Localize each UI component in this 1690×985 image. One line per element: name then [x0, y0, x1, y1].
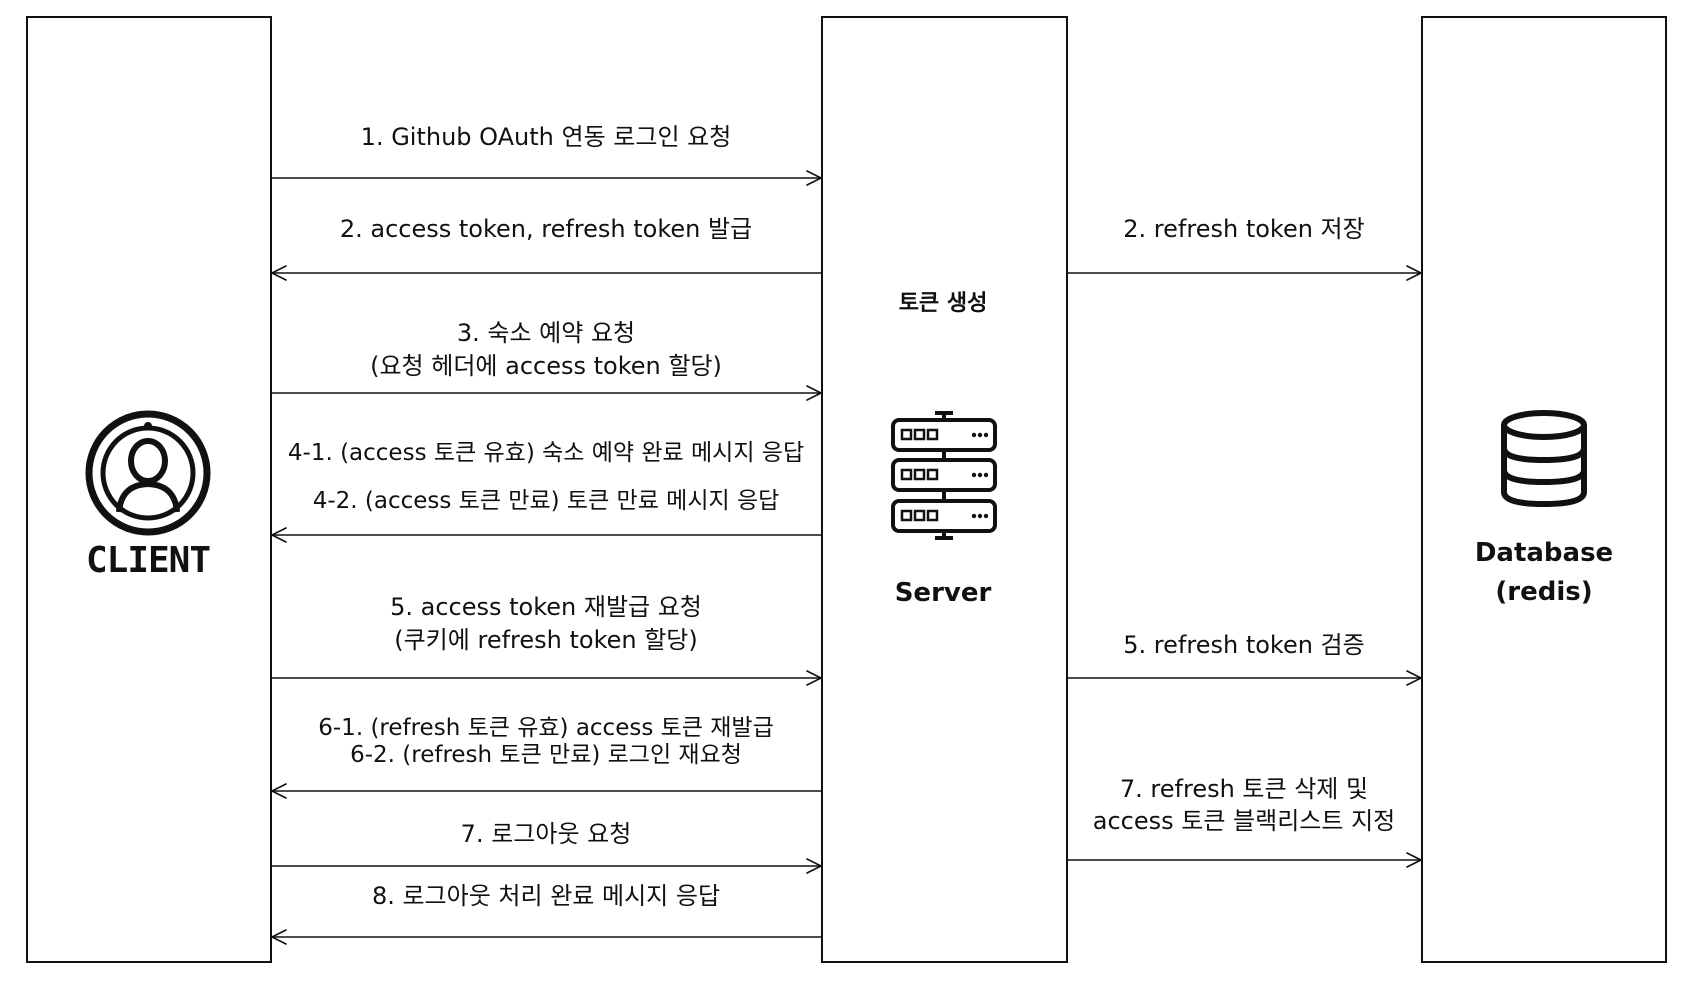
message-4-line1: 4-1. (access 토큰 유효) 숙소 예약 완료 메시지 응답: [287, 440, 805, 466]
arrow-db-2: [1067, 265, 1422, 281]
db-message-2: 2. refresh token 저장: [1123, 215, 1365, 243]
message-2: 2. access token, refresh token 발급: [339, 215, 753, 243]
message-6-line1: 6-1. (refresh 토큰 유효) access 토큰 재발급: [318, 715, 774, 741]
arrow-8: [271, 929, 822, 945]
database-label: Database: [1474, 538, 1614, 568]
database-lifeline: [1421, 16, 1667, 963]
client-label: CLIENT: [85, 540, 211, 581]
database-icon: [1501, 410, 1587, 508]
message-5-line1: 5. access token 재발급 요청: [390, 593, 702, 621]
db-message-5: 5. refresh token 검증: [1123, 631, 1365, 659]
arrow-2: [271, 265, 822, 281]
user-circle-icon: [85, 410, 211, 536]
arrow-db-5: [1067, 670, 1422, 686]
arrow-5: [271, 670, 822, 686]
arrow-4: [271, 527, 822, 543]
message-6-line2: 6-2. (refresh 토큰 만료) 로그인 재요청: [350, 742, 742, 768]
message-3-line2: (요청 헤더에 access token 할당): [370, 352, 722, 380]
client-lifeline: [26, 16, 272, 963]
message-1: 1. Github OAuth 연동 로그인 요청: [360, 123, 732, 151]
arrow-1: [271, 170, 822, 186]
arrow-3: [271, 385, 822, 401]
arrow-db-7: [1067, 852, 1422, 868]
arrow-7: [271, 858, 822, 874]
server-rack-icon: [891, 411, 997, 540]
server-process-label: 토큰 생성: [898, 291, 988, 316]
server-label: Server: [894, 578, 992, 608]
db-message-7-line2: access 토큰 블랙리스트 지정: [1092, 807, 1396, 835]
message-7: 7. 로그아웃 요청: [460, 820, 632, 848]
message-4-line2: 4-2. (access 토큰 만료) 토큰 만료 메시지 응답: [312, 488, 780, 514]
database-sublabel: (redis): [1495, 577, 1593, 607]
message-8: 8. 로그아웃 처리 완료 메시지 응답: [371, 882, 721, 910]
arrow-6: [271, 783, 822, 799]
db-message-7-line1: 7. refresh 토큰 삭제 및: [1119, 775, 1369, 803]
message-5-line2: (쿠키에 refresh token 할당): [394, 626, 698, 654]
message-3-line1: 3. 숙소 예약 요청: [456, 319, 636, 347]
